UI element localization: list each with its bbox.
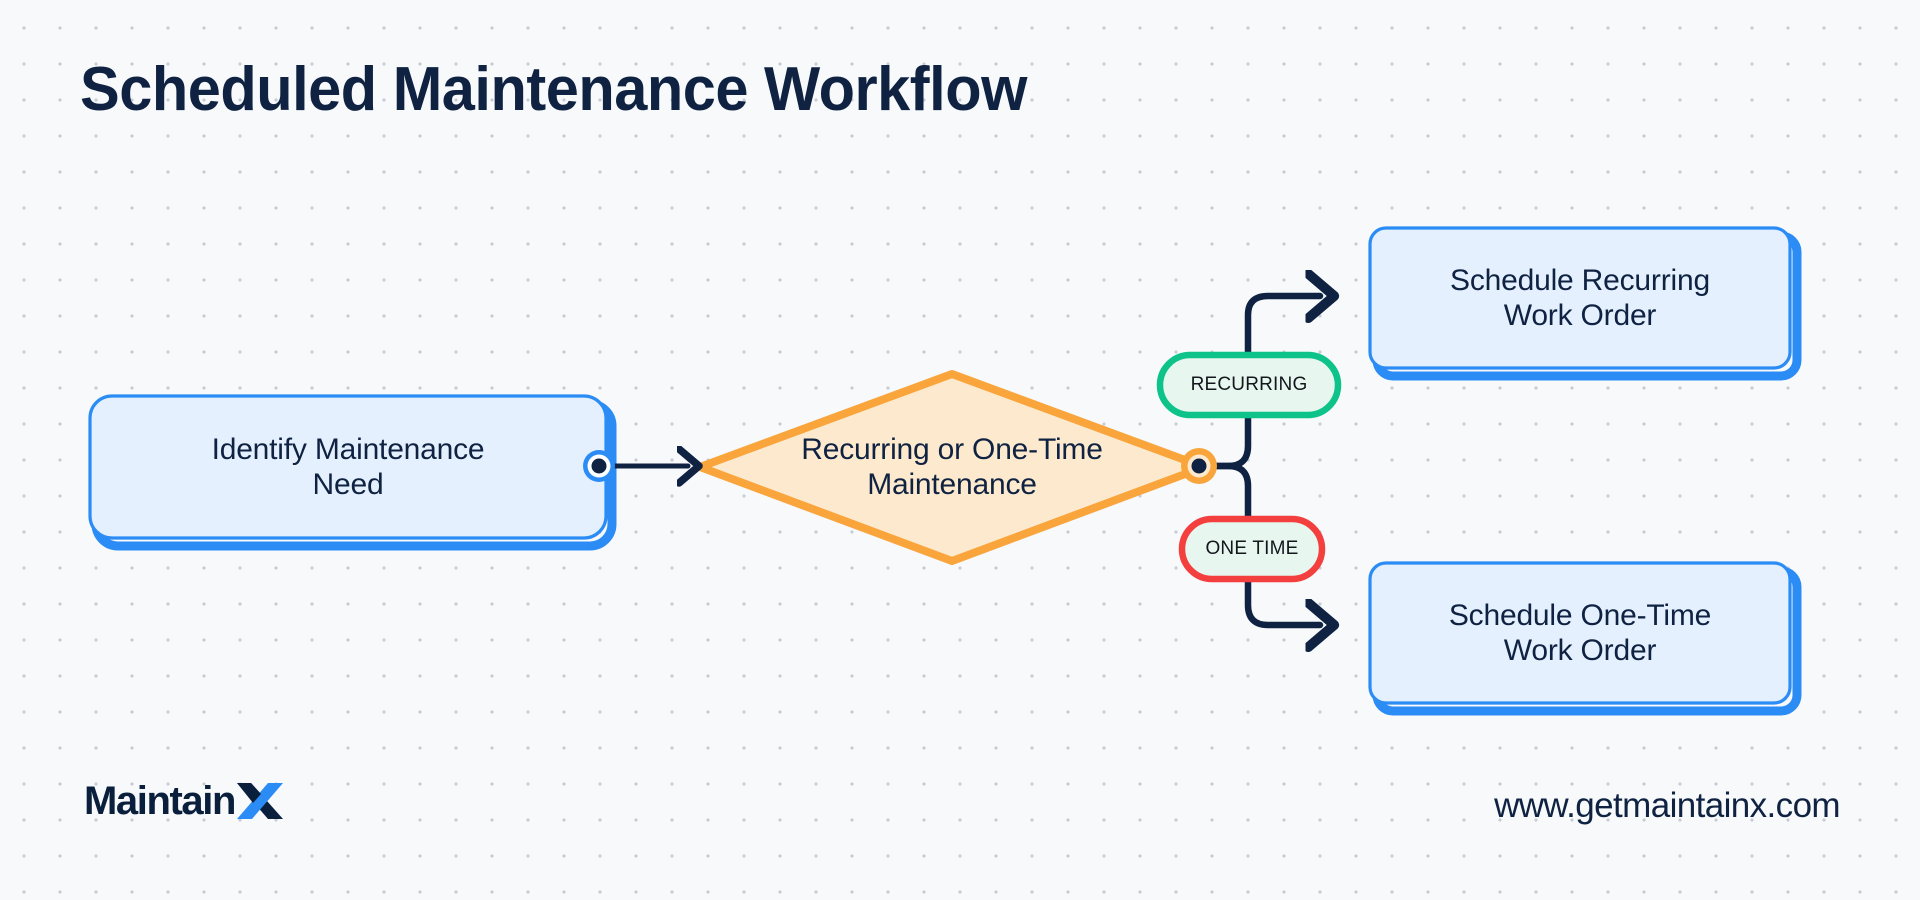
logo-x-mark xyxy=(237,783,284,819)
node-body-start xyxy=(88,394,608,540)
node-schedule-one-time-work-order[interactable] xyxy=(1368,561,1802,716)
handle-start-output[interactable] xyxy=(583,450,615,482)
pill-body-recurring xyxy=(1156,351,1342,419)
page-title: Scheduled Maintenance Workflow xyxy=(80,55,1027,124)
pill-body-one-time xyxy=(1178,515,1326,583)
node-schedule-recurring-work-order[interactable] xyxy=(1368,226,1802,381)
website-url: www.getmaintainx.com xyxy=(1494,786,1841,825)
maintainx-logo: Maintain xyxy=(84,779,284,823)
handle-decision-output[interactable] xyxy=(1181,448,1217,484)
node-body-recurring xyxy=(1368,226,1792,370)
branch-label-one-time[interactable] xyxy=(1178,515,1326,583)
node-recurring-or-one-time-maintenance[interactable] xyxy=(696,370,1208,565)
node-body-onetime xyxy=(1368,561,1792,705)
node-body-decision xyxy=(696,370,1208,565)
logo-wordmark: Maintain xyxy=(84,779,236,823)
node-identify-maintenance-need[interactable] xyxy=(88,394,617,551)
branch-label-recurring[interactable] xyxy=(1156,351,1342,419)
